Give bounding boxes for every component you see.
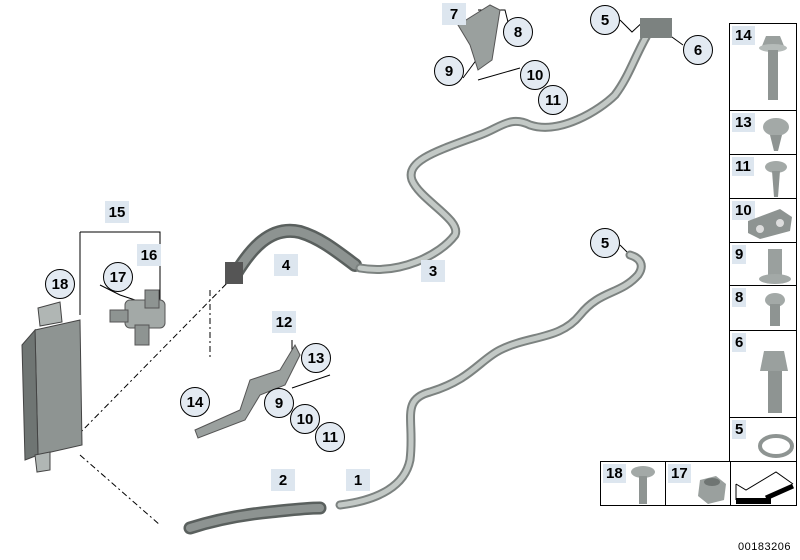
callout-9-lower[interactable]: 9 [264, 388, 294, 418]
screw-icon [765, 161, 787, 197]
part-cell-17[interactable]: 17 [665, 461, 731, 506]
part-number: 5 [732, 420, 747, 439]
callout-17[interactable]: 17 [103, 262, 133, 292]
callout-14[interactable]: 14 [180, 387, 210, 417]
document-number: 00183206 [738, 541, 791, 553]
part-cell-6[interactable]: 6 [729, 330, 797, 418]
part-cell-18[interactable]: 18 [600, 461, 666, 506]
clip-icon [748, 209, 792, 239]
part-cell-5[interactable]: 5 [729, 417, 797, 462]
kit-symbol-icon [735, 471, 795, 504]
part-number: 18 [603, 464, 626, 483]
lower-tube-assembly [183, 250, 646, 535]
part-number: 9 [732, 245, 747, 264]
tag-16[interactable]: 16 [137, 244, 161, 266]
callout-10-lower[interactable]: 10 [290, 404, 320, 434]
thermostat-valve [109, 289, 166, 346]
tag-3[interactable]: 3 [421, 260, 445, 282]
part-number: 11 [732, 157, 754, 176]
leader-lines [74, 9, 684, 526]
tag-15[interactable]: 15 [105, 201, 129, 223]
tag-1[interactable]: 1 [346, 469, 370, 491]
callout-6[interactable]: 6 [683, 35, 713, 65]
bracket-12 [194, 343, 301, 439]
hex-nut-icon [698, 476, 726, 504]
bolt-icon [759, 36, 787, 100]
callout-13[interactable]: 13 [301, 343, 331, 373]
bolt-icon [760, 351, 788, 413]
callout-5-upper[interactable]: 5 [590, 5, 620, 35]
part-cell-13[interactable]: 13 [729, 110, 797, 155]
callout-5-lower[interactable]: 5 [590, 228, 620, 258]
screw-icon [631, 466, 655, 504]
nut-sleeve-icon [759, 249, 791, 284]
part-cell-11[interactable]: 11 [729, 154, 797, 199]
part-number: 17 [668, 464, 691, 483]
tag-12[interactable]: 12 [272, 311, 296, 333]
bolt-icon [765, 293, 785, 326]
bracket-7 [457, 4, 501, 71]
sealing-ring-icon [758, 434, 794, 458]
tag-2[interactable]: 2 [271, 469, 295, 491]
part-cell-9[interactable]: 9 [729, 242, 797, 286]
screw-icon [763, 118, 789, 151]
part-cell-8[interactable]: 8 [729, 285, 797, 331]
part-cell-10[interactable]: 10 [729, 198, 797, 243]
callout-9-upper[interactable]: 9 [434, 56, 464, 86]
upper-tube-assembly [225, 18, 672, 284]
callout-8[interactable]: 8 [503, 17, 533, 47]
callout-18[interactable]: 18 [45, 269, 75, 299]
part-number: 6 [732, 333, 747, 352]
callout-10-upper[interactable]: 10 [520, 60, 550, 90]
oil-cooler [21, 301, 83, 473]
callout-11-upper[interactable]: 11 [538, 85, 568, 115]
part-number: 14 [732, 26, 755, 45]
part-number: 13 [732, 113, 755, 132]
part-cell-14[interactable]: 14 [729, 23, 797, 111]
part-number: 8 [732, 288, 747, 307]
part-cell-symbol[interactable] [730, 461, 797, 506]
tag-4[interactable]: 4 [274, 254, 298, 276]
tag-7[interactable]: 7 [442, 3, 466, 25]
callout-11-lower[interactable]: 11 [315, 422, 345, 452]
part-number: 10 [732, 201, 755, 220]
